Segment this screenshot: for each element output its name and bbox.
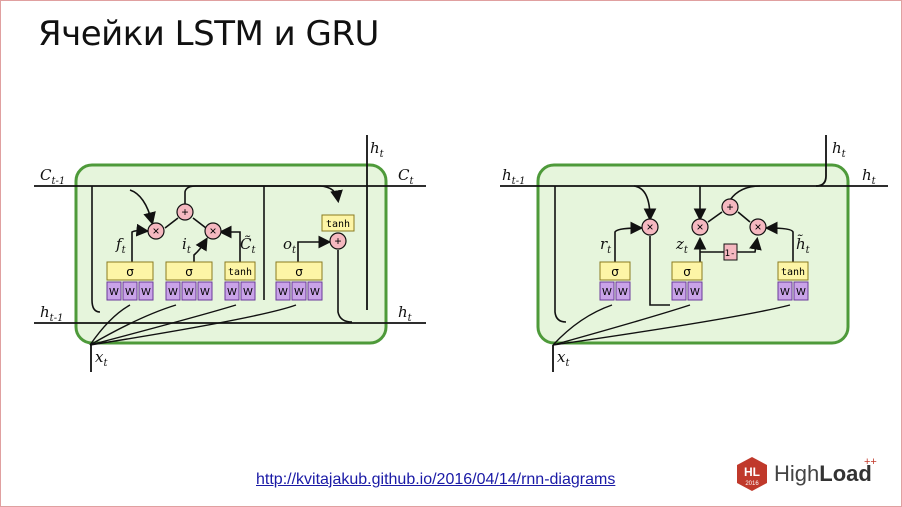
lstm-weight-label: W (168, 287, 178, 298)
lstm-label-i: it (182, 235, 192, 256)
lstm-gate-label: tanh (228, 267, 252, 278)
lstm-gate-label: σ (185, 265, 193, 279)
lstm-label-o: ot (283, 235, 297, 256)
lstm-mult-symbol: × (209, 224, 216, 238)
gru-one-minus-box (723, 243, 738, 261)
lstm-add-symbol: + (181, 205, 188, 219)
gru-mult-symbol: × (646, 220, 653, 234)
gru-gate-reset: σ W W (599, 261, 631, 301)
lstm-label-h-prev: ht-1 (40, 303, 63, 324)
gru-add-op (721, 198, 739, 216)
svg-text:HL: HL (744, 465, 760, 479)
lstm-gate-input: σ W W W (165, 261, 213, 301)
lstm-weight-label: W (109, 287, 119, 298)
lstm-gate-candidate: tanh W W (224, 261, 256, 301)
lstm-add-symbol: + (334, 234, 341, 248)
gru-label-z: zt (675, 235, 689, 256)
lstm-diagram: σ W W W σ W W W tanh W W σ (34, 135, 426, 372)
gru-gate-label: tanh (781, 267, 805, 278)
lstm-gate-forget: σ W W W (106, 261, 154, 301)
gru-mult-symbol: × (754, 220, 761, 234)
highload-plus: ++ (864, 456, 877, 468)
gru-label-h-tilde: h̃t (796, 235, 811, 256)
gru-label-h-top: ht (832, 139, 847, 160)
lstm-mult-symbol: × (152, 224, 159, 238)
lstm-label-h-out: ht (398, 303, 413, 324)
gru-gate-label: σ (683, 265, 691, 279)
lstm-tanh-box (321, 214, 355, 232)
gru-weight-label: W (674, 287, 684, 298)
gru-label-r: rt (600, 235, 612, 256)
lstm-label-c-prev: Ct-1 (40, 166, 65, 187)
lstm-weight-label: W (200, 287, 210, 298)
gru-weight-label: W (780, 287, 790, 298)
lstm-weight-label: W (125, 287, 135, 298)
gru-weight-label: W (602, 287, 612, 298)
slide-title: Ячейки LSTM и GRU (38, 14, 379, 54)
gru-mult-symbol: × (696, 220, 703, 234)
gru-mult-op (691, 218, 709, 236)
gru-gate-candidate: tanh W W (777, 261, 809, 301)
lstm-add-op (329, 232, 347, 250)
gru-one-minus-label: 1- (725, 249, 736, 259)
lstm-add-op (176, 203, 194, 221)
source-link[interactable]: http://kvitajakub.github.io/2016/04/14/r… (256, 471, 616, 488)
gru-weight-label: W (690, 287, 700, 298)
gru-cell-box (536, 163, 850, 345)
lstm-tanh-label: tanh (326, 219, 350, 230)
gru-label-x: xt (557, 348, 570, 369)
lstm-mult-op (204, 222, 222, 240)
gru-label-h-prev: ht-1 (502, 166, 525, 187)
lstm-mult-op (147, 222, 165, 240)
highload-brand-text: HighLoad (774, 461, 872, 486)
highload-logo: HL 2016 HighLoad ++ (734, 456, 884, 496)
lstm-weight-label: W (310, 287, 320, 298)
lstm-weight-label: W (278, 287, 288, 298)
gru-mult-op (749, 218, 767, 236)
svg-text:2016: 2016 (745, 481, 759, 487)
gru-label-h-out: ht (862, 166, 877, 187)
lstm-gate-label: σ (126, 265, 134, 279)
lstm-weight-label: W (294, 287, 304, 298)
lstm-weight-label: W (184, 287, 194, 298)
gru-diagram: σ W W σ W W tanh W W 1- × × + (500, 135, 888, 372)
lstm-label-x: xt (95, 348, 108, 369)
highload-badge-icon: HL 2016 (737, 457, 767, 491)
lstm-weight-label: W (227, 287, 237, 298)
lstm-gate-output: σ W W W (275, 261, 323, 301)
lstm-label-c-tilde: C̃t (240, 235, 256, 256)
gru-gate-update: σ W W (671, 261, 703, 301)
lstm-weight-label: W (141, 287, 151, 298)
lstm-weight-label: W (243, 287, 253, 298)
lstm-label-f: ft (115, 235, 127, 256)
gru-gate-label: σ (611, 265, 619, 279)
gru-mult-op (641, 218, 659, 236)
lstm-gate-label: σ (295, 265, 303, 279)
lstm-label-h-top: ht (370, 139, 385, 160)
gru-add-symbol: + (726, 200, 733, 214)
gru-weight-label: W (618, 287, 628, 298)
gru-weight-label: W (796, 287, 806, 298)
lstm-label-c-out: Ct (398, 166, 414, 187)
